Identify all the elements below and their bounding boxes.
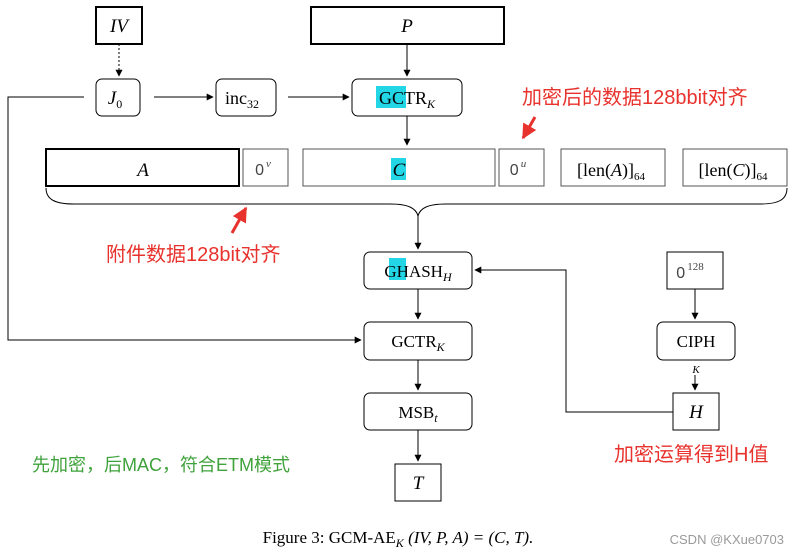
t-box	[394, 463, 442, 502]
a-box	[45, 148, 240, 187]
zero-u-box	[498, 148, 545, 187]
zero128-box	[666, 251, 724, 290]
j0-label: J0	[108, 88, 122, 111]
watermark: CSDN @KXue0703	[670, 532, 784, 547]
ciph-label: CIPH	[677, 332, 716, 351]
j0-box	[95, 78, 141, 117]
gctr-top-highlight	[376, 86, 406, 108]
red-arrow-aad	[230, 206, 248, 234]
ghash-label: GHASHH	[384, 262, 453, 284]
len-a-label: [len(A)]64	[577, 160, 645, 183]
inc32-box	[215, 78, 277, 117]
p-box	[310, 6, 505, 45]
zero-v-box	[242, 148, 289, 187]
ciph-box	[656, 321, 736, 361]
gctr-top-label: GCTRK	[379, 88, 436, 111]
ghash-highlight	[389, 258, 406, 280]
j0-to-gctr-mid-path	[7, 96, 362, 344]
msb-label: MSBt	[398, 403, 438, 425]
p-label: P	[400, 16, 413, 37]
a-label: A	[135, 160, 149, 181]
red-arrow-encrypted	[521, 116, 537, 140]
len-c-label: [len(C)]64	[699, 160, 769, 183]
len-c-box	[682, 148, 788, 187]
note-etm: 先加密，后MAC，符合ETM模式	[32, 455, 290, 475]
len-a-box	[560, 148, 666, 187]
h-to-ghash-path	[474, 266, 673, 413]
iv-label: IV	[109, 16, 130, 37]
ciph-key-label: K	[691, 364, 700, 376]
gctr-mid-label: GCTRK	[391, 332, 445, 354]
c-label: C	[393, 160, 406, 181]
inc32-label: inc32	[225, 88, 259, 111]
figure-caption: Figure 3: GCM-AEK (IV, P, A) = (C, T).	[263, 528, 534, 550]
h-box	[672, 392, 720, 431]
t-label: T	[413, 473, 425, 494]
concat-brace	[45, 187, 788, 217]
c-highlight	[391, 158, 406, 180]
note-encrypted-align: 加密后的数据128bbit对齐	[522, 86, 748, 109]
note-h-calc: 加密运算得到H值	[614, 443, 768, 466]
h-label: H	[688, 402, 704, 423]
note-aad-align: 附件数据128bit对齐	[106, 243, 281, 266]
